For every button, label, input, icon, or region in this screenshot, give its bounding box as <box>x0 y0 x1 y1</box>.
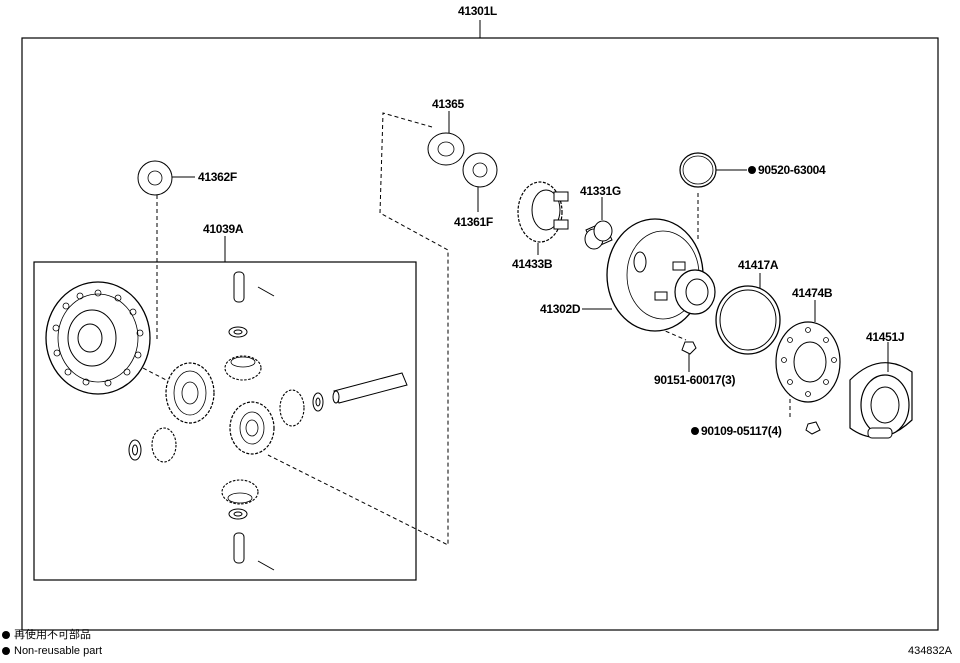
label-41433B[interactable]: 41433B <box>512 257 553 271</box>
legend-english: Non-reusable part <box>0 645 102 658</box>
label-90109-05117[interactable]: 90109-05117(4) <box>701 424 782 438</box>
ring-gear-flange[interactable] <box>45 281 151 395</box>
legend-chinese: 再使用不可部品 <box>0 629 91 642</box>
pinion-pins-and-shaft[interactable] <box>233 271 408 571</box>
snap-ring-90520[interactable] <box>679 152 717 188</box>
bushing-41331G[interactable] <box>584 220 613 250</box>
legend-chinese-text: 再使用不可部品 <box>14 629 91 641</box>
gear-41433B[interactable] <box>517 181 569 243</box>
label-41365[interactable]: 41365 <box>432 97 465 111</box>
label-41417A[interactable]: 41417A <box>738 258 779 272</box>
non-reusable-dot-90520 <box>748 166 756 174</box>
label-41331G[interactable]: 41331G <box>580 184 621 198</box>
legend-english-text: Non-reusable part <box>14 645 103 657</box>
legend-dot-icon <box>2 631 10 640</box>
non-reusable-dot-90109 <box>691 427 699 435</box>
bolt-90151[interactable] <box>681 341 697 355</box>
label-41301L[interactable]: 41301L <box>458 4 497 18</box>
label-41474B[interactable]: 41474B <box>792 286 833 300</box>
label-41361F[interactable]: 41361F <box>454 215 493 229</box>
bolt-90109[interactable] <box>805 421 821 435</box>
pinion-gear-small-left[interactable] <box>151 427 177 463</box>
washers[interactable] <box>128 326 324 520</box>
side-gear-right[interactable] <box>229 401 275 455</box>
label-41039A[interactable]: 41039A <box>203 222 244 236</box>
label-41451J[interactable]: 41451J <box>866 330 905 344</box>
plate-41474B[interactable] <box>775 321 841 403</box>
label-90151-60017[interactable]: 90151-60017(3) <box>654 373 736 387</box>
label-90520-63004[interactable]: 90520-63004 <box>758 163 826 177</box>
pinion-gear-bottom[interactable] <box>221 479 259 505</box>
side-gear-left[interactable] <box>165 362 215 424</box>
ring-41417A[interactable] <box>715 285 781 355</box>
figure-code: 434832A <box>907 645 952 657</box>
pinion-gear-middle[interactable] <box>279 389 305 427</box>
housing-41451J[interactable] <box>849 362 913 439</box>
differential-case-41302D[interactable] <box>606 218 716 332</box>
label-41302D[interactable]: 41302D <box>540 302 581 316</box>
label-41362F[interactable]: 41362F <box>198 170 237 184</box>
legend-dot-icon <box>2 647 10 656</box>
plate-41361F[interactable] <box>462 152 498 188</box>
plate-41365[interactable] <box>427 132 465 166</box>
pinion-gear-top[interactable] <box>224 355 262 381</box>
plate-41362F[interactable] <box>137 160 173 196</box>
